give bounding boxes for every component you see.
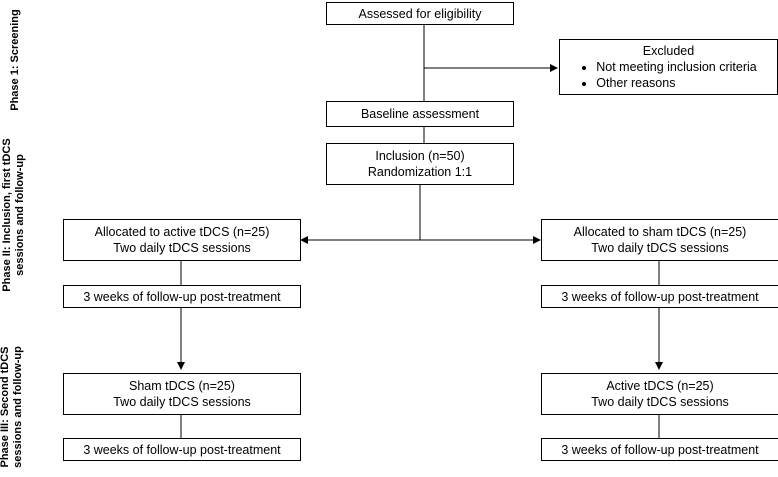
sham-second-box: Sham tDCS (n=25) Two daily tDCS sessions — [63, 373, 301, 415]
phase-label-inclusion: Phase II: Inclusion, first tDCS sessions… — [1, 138, 26, 292]
allocated-sham-box: Allocated to sham tDCS (n=25) Two daily … — [541, 219, 778, 261]
allocated-active-sessions: Two daily tDCS sessions — [113, 241, 251, 255]
followup-left-first-box: 3 weeks of follow-up post-treatment — [63, 285, 301, 308]
followup-right-second-box: 3 weeks of follow-up post-treatment — [541, 438, 778, 461]
flow-connectors — [177, 24, 663, 438]
followup-left-first-text: 3 weeks of follow-up post-treatment — [83, 289, 281, 304]
sham-second-sessions: Two daily tDCS sessions — [113, 395, 251, 409]
excluded-title: Excluded — [642, 44, 695, 58]
inclusion-count: Inclusion (n=50) — [375, 149, 465, 163]
followup-left-second-box: 3 weeks of follow-up post-treatment — [63, 438, 301, 461]
allocated-sham-sessions: Two daily tDCS sessions — [591, 241, 729, 255]
excluded-box: Excluded Not meeting inclusion criteria … — [559, 39, 778, 95]
followup-left-second-text: 3 weeks of follow-up post-treatment — [83, 442, 281, 457]
allocated-active-title: Allocated to active tDCS (n=25) — [94, 225, 270, 239]
allocated-sham-title: Allocated to sham tDCS (n=25) — [573, 225, 747, 239]
assessed-eligibility-box: Assessed for eligibility — [326, 2, 514, 25]
active-second-title: Active tDCS (n=25) — [606, 379, 714, 393]
followup-right-first-box: 3 weeks of follow-up post-treatment — [541, 285, 778, 308]
sham-second-title: Sham tDCS (n=25) — [129, 379, 235, 393]
excluded-reasons-list: Not meeting inclusion criteria Other rea… — [580, 59, 757, 91]
followup-right-first-text: 3 weeks of follow-up post-treatment — [561, 289, 759, 304]
excluded-reason-item: Other reasons — [596, 75, 757, 91]
phase-label-second-sessions: Phase III: Second tDCS sessions and foll… — [0, 346, 24, 468]
followup-right-second-text: 3 weeks of follow-up post-treatment — [561, 442, 759, 457]
baseline-assessment-box: Baseline assessment — [326, 101, 514, 127]
allocated-active-box: Allocated to active tDCS (n=25) Two dail… — [63, 219, 301, 261]
active-second-sessions: Two daily tDCS sessions — [591, 395, 729, 409]
assessed-eligibility-text: Assessed for eligibility — [358, 6, 482, 21]
inclusion-box: Inclusion (n=50) Randomization 1:1 — [326, 143, 514, 185]
phase-label-screening: Phase 1: Screening — [9, 9, 21, 111]
excluded-reason-item: Not meeting inclusion criteria — [596, 59, 757, 75]
active-second-box: Active tDCS (n=25) Two daily tDCS sessio… — [541, 373, 778, 415]
randomization-ratio: Randomization 1:1 — [367, 165, 473, 179]
baseline-assessment-text: Baseline assessment — [360, 107, 480, 121]
